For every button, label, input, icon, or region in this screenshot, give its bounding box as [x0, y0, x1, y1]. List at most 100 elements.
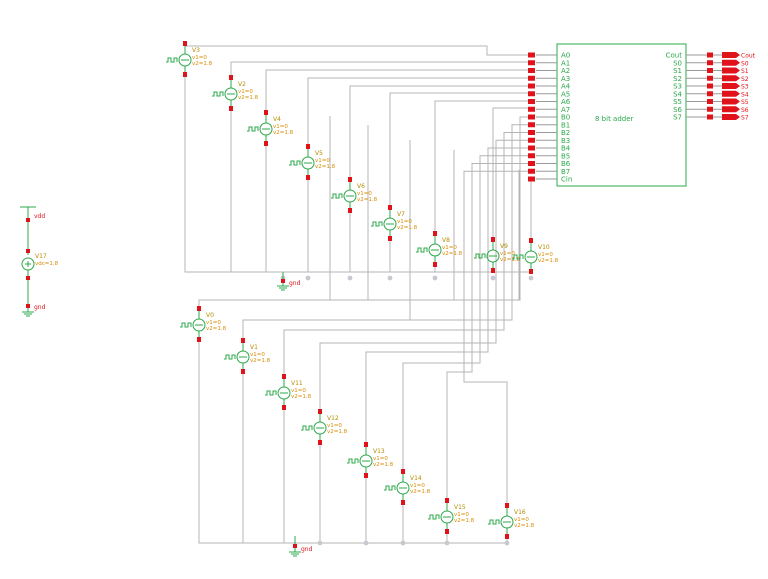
- source-v2: v2=1.8: [514, 523, 535, 529]
- wires: [184, 41, 532, 544]
- source-v2: v2=1.8: [538, 258, 559, 264]
- source-v1: v1=0: [538, 252, 553, 258]
- voltage-sources: V3v1=0v2=1.8V2v1=0v2=1.8V4v1=0v2=1.8V5v1…: [166, 41, 559, 539]
- source-v1: v1=0: [238, 89, 253, 95]
- output-pin-marker: [707, 91, 713, 97]
- source-v1: v1=0: [357, 191, 372, 197]
- input-pin-label: A3: [561, 75, 570, 83]
- supply-source-v17[interactable]: vdd V17 vdc=1.8 gnd: [20, 206, 59, 317]
- source-name: V0: [206, 312, 214, 319]
- pulse-icon: [212, 91, 224, 97]
- input-pin-label: B6: [561, 160, 571, 168]
- input-pin-marker: [528, 106, 535, 112]
- output-terminal-arrow: [722, 90, 740, 97]
- input-pin-marker: [528, 137, 535, 143]
- source-name: V11: [291, 380, 303, 387]
- junction-dot: [400, 540, 406, 546]
- source-v2: v2=1.8: [357, 197, 378, 203]
- v17-gnd-label: gnd: [34, 304, 46, 311]
- output-terminal-arrow: [722, 75, 740, 82]
- pulse-icon: [384, 485, 396, 491]
- output-pin-marker: [707, 114, 713, 120]
- output-terminal-label: S2: [741, 76, 749, 83]
- source-name: V3: [192, 47, 200, 54]
- output-terminal-label: S5: [741, 99, 749, 106]
- input-pin-label: B4: [561, 145, 571, 153]
- output-pin-marker: [707, 75, 713, 81]
- source-name: V4: [273, 116, 281, 123]
- output-terminal-arrow: [722, 52, 740, 58]
- output-terminal-label: S0: [741, 60, 749, 67]
- source-name: V6: [357, 183, 365, 190]
- junction-dot: [490, 275, 496, 281]
- ground-top: gnd: [277, 272, 301, 291]
- pulse-icon: [331, 193, 343, 199]
- junction-dots: [280, 275, 534, 546]
- source-v2: v2=1.8: [291, 394, 312, 400]
- output-terminal-label: Cout: [741, 53, 756, 60]
- output-pin-label: S6: [673, 106, 682, 114]
- pulse-icon: [289, 160, 301, 166]
- pulse-icon: [488, 519, 500, 525]
- source-v1: v1=0: [192, 55, 207, 61]
- input-pin-label: A6: [561, 98, 571, 106]
- pulse-icon: [265, 390, 277, 396]
- source-name: V13: [373, 448, 385, 455]
- source-v2: v2=1.8: [315, 164, 336, 170]
- adder-block[interactable]: 8 bit adder A0A1A2A3A4A5A6A7B0B1B2B3B4B5…: [528, 43, 713, 187]
- ground-bottom-label: gnd: [301, 546, 313, 553]
- output-terminal-arrow: [722, 106, 740, 113]
- ground-top-label: gnd: [289, 280, 301, 287]
- input-pin-marker: [528, 60, 535, 66]
- output-pin-label: Cout: [666, 52, 683, 60]
- source-v2: v2=1.8: [250, 358, 271, 364]
- input-pin-label: B0: [561, 114, 570, 122]
- source-name: V14: [410, 475, 422, 482]
- input-pin-label: B3: [561, 137, 570, 145]
- output-pin-label: S3: [673, 83, 682, 91]
- adder-pins: A0A1A2A3A4A5A6A7B0B1B2B3B4B5B6B7CinCoutS…: [528, 52, 713, 184]
- input-pin-marker: [528, 168, 535, 174]
- output-pin-marker: [707, 60, 713, 66]
- source-v1: v1=0: [315, 158, 330, 164]
- input-pin-marker: [528, 68, 535, 73]
- input-pin-marker: [528, 153, 535, 159]
- source-name: V1: [250, 344, 258, 351]
- adder-title: 8 bit adder: [595, 115, 634, 123]
- source-v1: v1=0: [514, 517, 529, 523]
- source-v1: v1=0: [373, 456, 388, 462]
- input-pin-marker: [528, 122, 535, 128]
- output-terminal-label: S6: [741, 107, 749, 114]
- source-v2: v2=1.8: [206, 326, 227, 332]
- pulse-icon: [224, 354, 236, 360]
- output-terminal-arrow: [722, 67, 740, 74]
- output-pin-label: S0: [673, 59, 682, 67]
- source-v2: v2=1.8: [373, 462, 394, 468]
- source-name: V7: [397, 211, 405, 218]
- source-v1: v1=0: [454, 512, 469, 518]
- input-pin-label: A0: [561, 52, 570, 60]
- source-v2: v2=1.8: [192, 61, 213, 67]
- input-pin-label: A4: [561, 83, 571, 91]
- source-name: V8: [442, 237, 450, 244]
- pulse-icon: [166, 57, 178, 63]
